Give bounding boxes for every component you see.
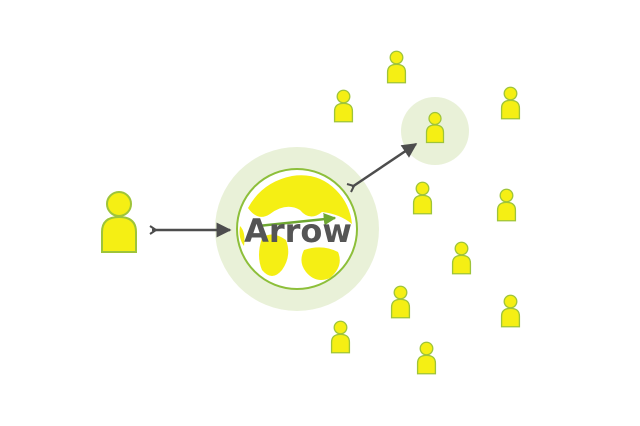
arrow-tail-mark <box>149 225 158 235</box>
user-icon <box>500 86 521 120</box>
globe-icon: Arrow <box>236 168 358 290</box>
user-icon <box>330 320 351 354</box>
reached-user-icon <box>425 111 445 144</box>
user-icon <box>500 294 521 328</box>
arrow-tail-mark <box>346 183 356 193</box>
user-icon <box>451 241 472 275</box>
user-icon <box>333 89 354 123</box>
user-icon <box>416 341 437 375</box>
user-icon <box>412 181 433 215</box>
user-icon <box>496 188 517 222</box>
brand-logo-text: Arrow <box>244 212 352 250</box>
user-icon <box>386 50 407 84</box>
arrow-icon <box>351 142 418 189</box>
sender-user-icon <box>101 191 137 253</box>
user-icon <box>390 285 411 319</box>
